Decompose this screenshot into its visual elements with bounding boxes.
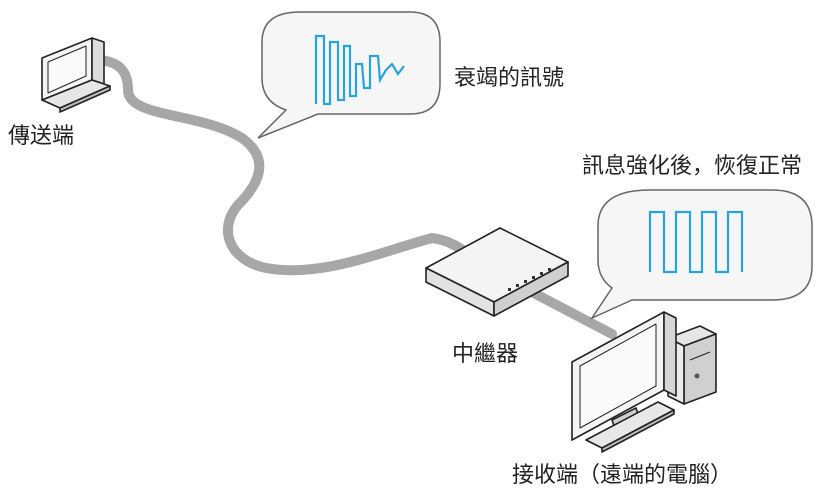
weak-signal-waveform: [314, 34, 405, 106]
laptop-icon: [41, 37, 111, 113]
cable-sender-to-repeater: [95, 55, 477, 276]
sender-label: 傳送端: [8, 124, 75, 149]
restored-signal-bubble: [589, 189, 813, 320]
cable-repeater-to-receiver: [523, 285, 617, 339]
weak-signal-bubble: [257, 11, 441, 139]
restored-signal-waveform: [648, 210, 744, 274]
receiver-label: 接收端（遠端的電腦）: [512, 463, 733, 488]
restored-signal-label: 訊息強化後，恢復正常: [582, 154, 803, 179]
network-repeater-icon: [425, 227, 569, 317]
desktop-computer-icon: [571, 311, 717, 453]
weak-signal-label: 衰竭的訊號: [454, 66, 565, 91]
repeater-label: 中繼器: [452, 342, 519, 367]
